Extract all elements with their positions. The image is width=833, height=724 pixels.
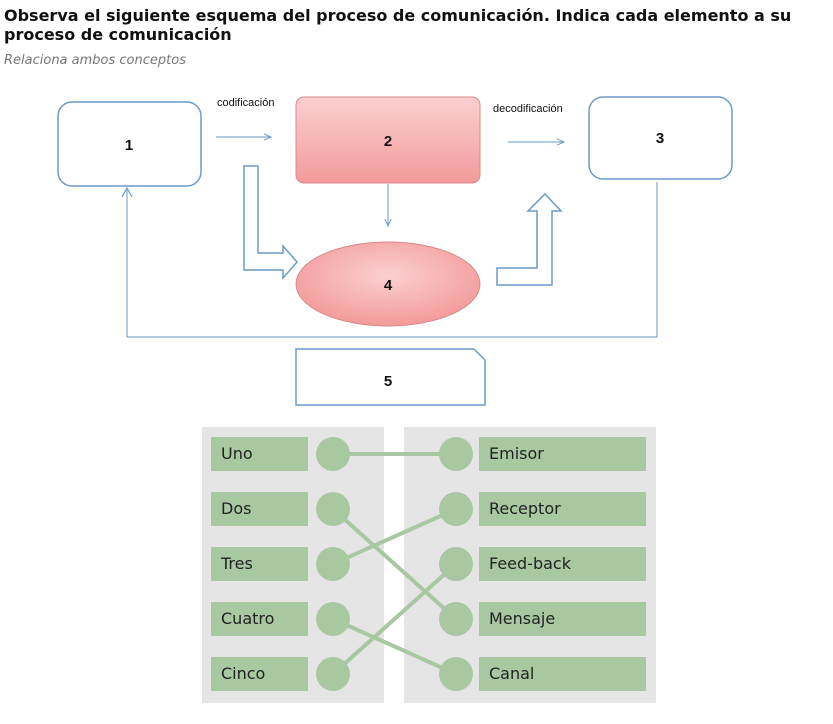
right-connector-dot-0[interactable]: [439, 437, 473, 471]
block-arrow-1-to-4: [243, 165, 298, 280]
box-5-label: 5: [384, 373, 392, 390]
box-2: [295, 96, 481, 184]
right-connector-dot-1[interactable]: [439, 492, 473, 526]
ellipse-4: [295, 241, 481, 327]
feedback-arrowhead: [121, 186, 133, 198]
left-connector-dot-2[interactable]: [316, 547, 350, 581]
feedback-line: [126, 182, 658, 338]
ellipse-4-label: 4: [384, 277, 393, 294]
right-connector-dot-2[interactable]: [439, 547, 473, 581]
left-label-2: Tres: [211, 547, 308, 581]
right-label-1: Receptor: [479, 492, 646, 526]
left-connector-dot-4[interactable]: [316, 657, 350, 691]
left-connector-dot-1[interactable]: [316, 492, 350, 526]
right-label-3: Mensaje: [479, 602, 646, 636]
decodificacion-label: decodificación: [493, 103, 563, 115]
box-1: [57, 101, 202, 187]
box-3: [588, 96, 733, 180]
communication-diagram: 1 2 3 4 5 codificación decodificación: [57, 96, 733, 406]
box-5: [295, 348, 486, 406]
left-label-1: Dos: [211, 492, 308, 526]
page-title: Observa el siguiente esquema del proceso…: [4, 6, 792, 44]
left-label-4: Cinco: [211, 657, 308, 691]
right-connector-dot-3[interactable]: [439, 602, 473, 636]
page-subtitle: Relaciona ambos conceptos: [4, 53, 186, 68]
right-connector-dot-4[interactable]: [439, 657, 473, 691]
left-label-0: Uno: [211, 437, 308, 471]
codificacion-label: codificación: [217, 97, 274, 109]
right-label-2: Feed-back: [479, 547, 646, 581]
left-connector-dot-0[interactable]: [316, 437, 350, 471]
block-arrow-4-to-3: [496, 192, 563, 286]
left-label-3: Cuatro: [211, 602, 308, 636]
left-connector-dot-3[interactable]: [316, 602, 350, 636]
box-3-label: 3: [656, 130, 664, 147]
box-2-label: 2: [384, 133, 392, 150]
right-label-4: Canal: [479, 657, 646, 691]
box-1-label: 1: [125, 137, 133, 154]
right-label-0: Emisor: [479, 437, 646, 471]
